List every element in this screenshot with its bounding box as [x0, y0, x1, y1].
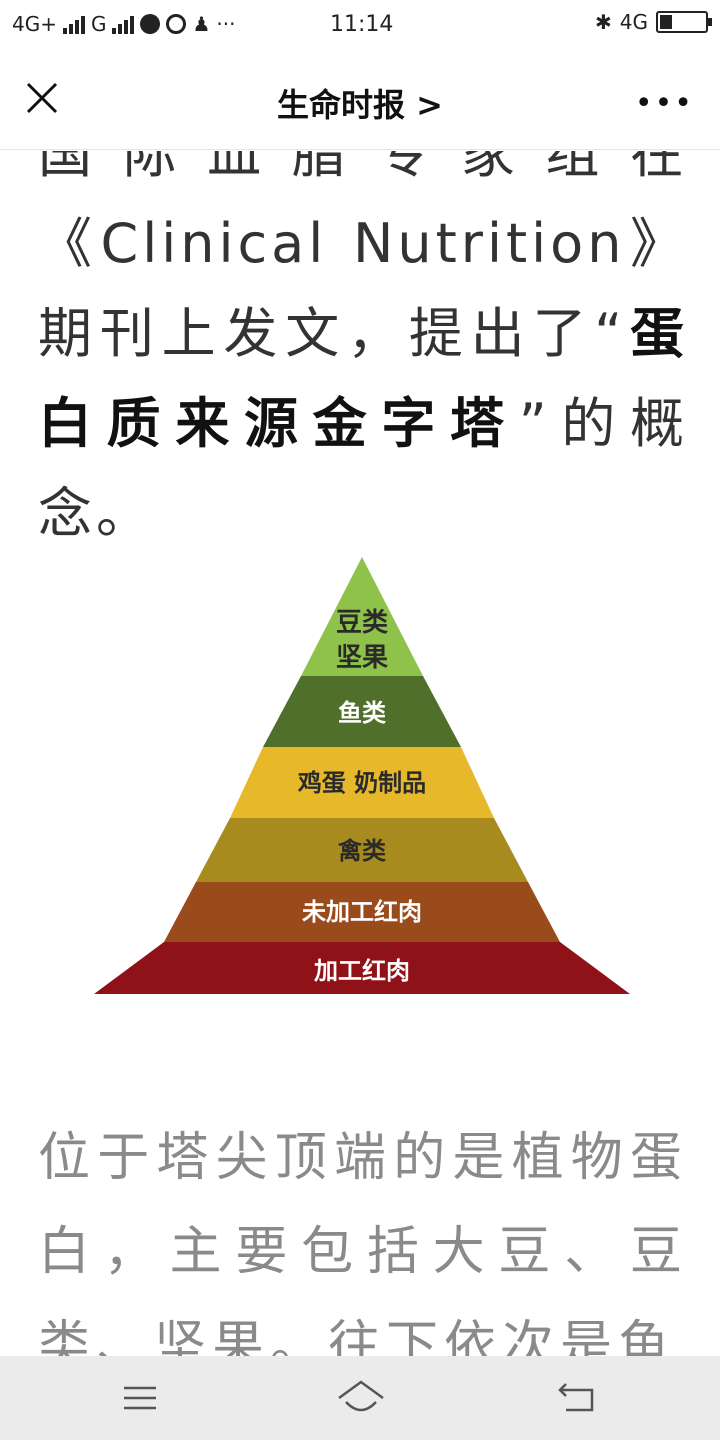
status-bar: 4G+ G ♟ ··· 11:14 ✱ 4G [0, 0, 720, 50]
para1-line0: 国际血脂专家组在 [38, 151, 688, 185]
pyramid-label-0b: 坚果 [336, 643, 388, 673]
close-icon[interactable] [22, 78, 62, 118]
signal-icon [112, 14, 135, 34]
home-icon[interactable] [336, 1378, 386, 1418]
pyramid-label-5: 加工红肉 [314, 957, 410, 985]
more-icon[interactable]: ••• [634, 86, 694, 121]
page-title-text: 生命时报 [277, 86, 406, 124]
pyramid-svg: 豆类 坚果 鱼类 鸡蛋 奶制品 禽类 未加工红肉 加工红肉 [94, 557, 630, 994]
pyramid-label-1: 鱼类 [338, 699, 387, 727]
back-icon[interactable] [556, 1378, 600, 1418]
para1-line2-prefix: 刊上发文，提出了“ [99, 302, 627, 365]
para1-suffix: ”的概念。 [38, 392, 688, 545]
qq-icon: ♟ [192, 12, 211, 36]
pyramid-label-4: 未加工红肉 [302, 898, 422, 926]
pyramid-level-3 [196, 818, 528, 882]
pyramid-label-0a: 豆类 [336, 608, 388, 638]
battery-icon [656, 11, 712, 33]
network-label: 4G+ [12, 12, 57, 36]
nav-bar: 生命时报 > ••• [0, 50, 720, 150]
article-content: 国际血脂专家组在《Clinical Nutrition》期刊上发文，提出了“蛋白… [0, 151, 720, 1356]
status-time: 11:14 [330, 12, 394, 37]
app-notification-icon [140, 14, 161, 34]
pyramid-level-0 [301, 557, 423, 676]
network-g-label: G [90, 12, 107, 36]
system-nav-bar [0, 1356, 720, 1440]
article-paragraph: 国际血脂专家组在《Clinical Nutrition》期刊上发文，提出了“蛋白… [38, 151, 688, 559]
pyramid-level-4 [164, 882, 560, 942]
chevron-right-icon: > [416, 86, 443, 124]
pyramid-level-5 [94, 942, 630, 994]
pyramid-label-3: 禽类 [337, 837, 387, 865]
signal-icon [62, 14, 85, 34]
bluetooth-icon: ✱ [595, 10, 612, 34]
menu-icon[interactable] [118, 1378, 162, 1418]
protein-pyramid: 豆类 坚果 鱼类 鸡蛋 奶制品 禽类 未加工红肉 加工红肉 [90, 551, 635, 1001]
status-left: 4G+ G ♟ ··· [12, 12, 236, 36]
page-title[interactable]: 生命时报 > [0, 80, 720, 126]
more-dots-icon: ··· [216, 12, 236, 36]
network-right-label: 4G [619, 10, 648, 34]
status-right: ✱ 4G [595, 10, 712, 34]
pyramid-label-2: 鸡蛋 奶制品 [297, 769, 426, 797]
pyramid-level-2 [230, 747, 494, 818]
para1-bold: 蛋白质来源金字塔 [38, 302, 689, 455]
para1-line1: 《Clinical Nutrition》期 [38, 212, 688, 365]
app-notification-icon [166, 14, 187, 34]
article-paragraph-2: 位于塔尖顶端的是植物蛋白，主要包括大豆、豆类、坚果。往下依次是鱼 [38, 1128, 688, 1356]
pyramid-level-1 [263, 676, 461, 747]
